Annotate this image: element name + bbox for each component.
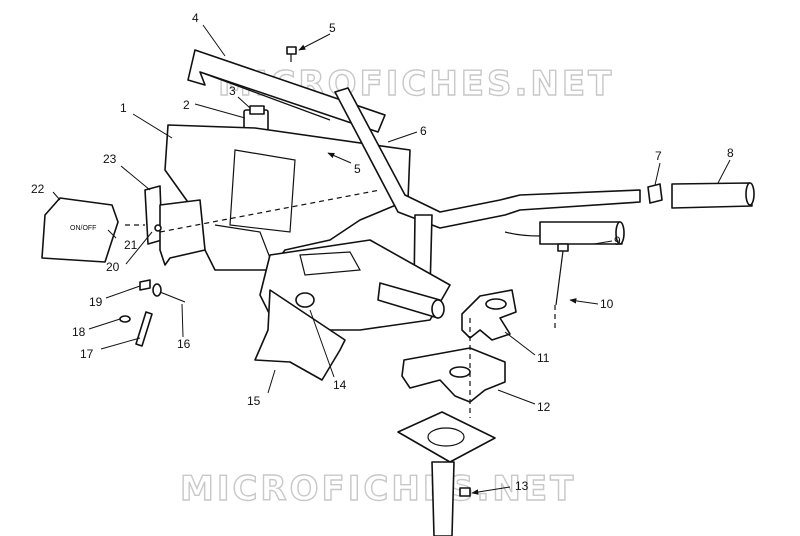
upper-clamp <box>461 289 517 341</box>
clamp-bolt <box>555 243 569 306</box>
callout-1: 1 <box>120 101 127 115</box>
callout-11: 11 <box>537 351 550 365</box>
callout-19: 19 <box>89 295 103 309</box>
callout-20: 20 <box>106 260 120 274</box>
callout-18: 18 <box>72 325 86 339</box>
callout-23: 23 <box>103 152 117 166</box>
callout-5-top: 5 <box>329 21 336 35</box>
switch-decal: ON/OFF <box>70 225 96 232</box>
callout-9: 9 <box>614 234 621 248</box>
grommet <box>295 292 315 308</box>
assembly-lines <box>125 189 556 418</box>
callout-10: 10 <box>600 297 614 311</box>
callout-12: 12 <box>537 400 551 414</box>
callout-8: 8 <box>727 146 734 160</box>
callout-22: 22 <box>31 182 45 196</box>
callout-13: 13 <box>515 479 529 493</box>
handlebar-cover <box>187 49 386 133</box>
callout-labels: 1 2 3 4 5 5 6 7 8 9 10 11 12 13 14 15 16… <box>31 11 734 493</box>
callout-16: 16 <box>177 337 191 351</box>
callout-3: 3 <box>229 84 236 98</box>
callout-14: 14 <box>333 378 347 392</box>
bracket <box>144 185 206 266</box>
bolt-top <box>286 46 297 62</box>
callout-21: 21 <box>124 238 138 252</box>
callout-15: 15 <box>247 394 261 408</box>
callout-2: 2 <box>183 98 190 112</box>
grip-right <box>647 182 755 209</box>
watermark-bottom: MICROFICHES.NET <box>180 469 576 509</box>
lower-clamp <box>401 347 506 403</box>
bar-end-splined <box>377 282 445 319</box>
throttle-grip <box>504 221 625 245</box>
cover-plate: ON/OFF <box>41 197 119 263</box>
callout-5-middle: 5 <box>354 162 361 176</box>
callout-7: 7 <box>655 149 662 163</box>
callout-6: 6 <box>420 124 427 138</box>
callout-17: 17 <box>80 347 94 361</box>
steering-plate <box>397 411 496 536</box>
callout-4: 4 <box>192 11 199 25</box>
nut <box>459 487 471 497</box>
leader-lines <box>52 24 731 495</box>
